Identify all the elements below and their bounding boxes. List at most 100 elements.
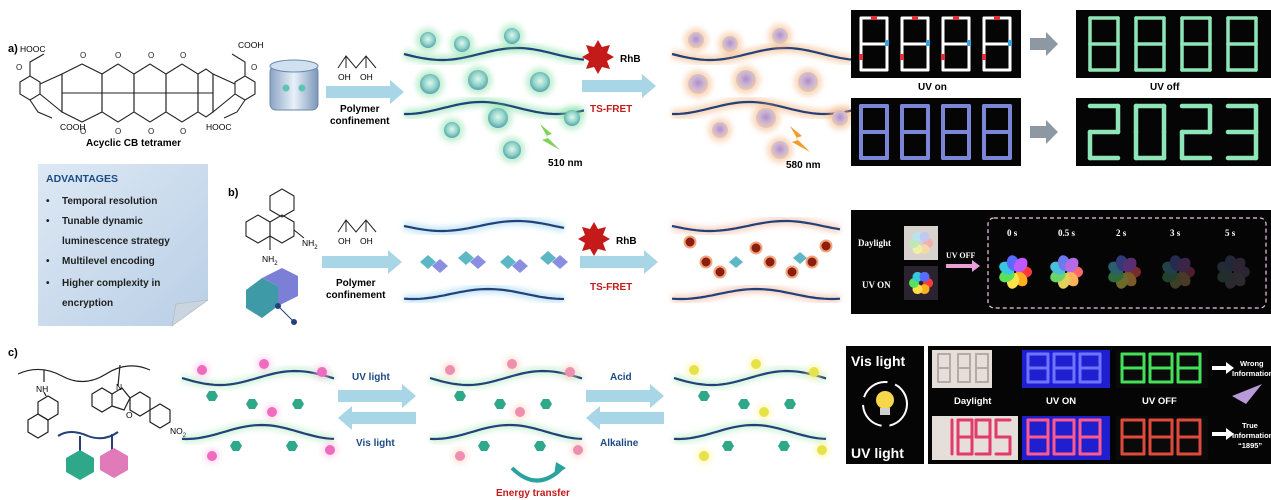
svg-text:•: • [46, 216, 50, 227]
rhb-molecule-b [578, 222, 610, 256]
thumb-petal [919, 284, 930, 295]
guest-sphere [488, 108, 508, 128]
polymer-chain [404, 100, 585, 116]
digit-marker [982, 54, 986, 60]
time-label: 0 s [1007, 228, 1018, 238]
hexagon-unit [778, 441, 790, 451]
digit-marker [953, 16, 959, 20]
advantages-box [38, 164, 209, 327]
caption-uv-off: UV off [1150, 82, 1180, 93]
dye-pair [729, 256, 743, 268]
energy-transfer-arrow [510, 466, 562, 483]
digit-marker [900, 54, 904, 60]
lightning-orange [790, 126, 810, 152]
dot-unit [259, 359, 269, 369]
rhb-dot [699, 255, 713, 269]
rhb-label-b: RhB [616, 236, 637, 247]
guest-sphere [756, 108, 776, 128]
arrow-ts-fret-b [580, 250, 658, 274]
advantage-item: luminescence strategy [62, 236, 170, 247]
svg-text:O: O [180, 51, 186, 60]
cooh-group-top: COOH [238, 40, 264, 50]
arrow-display-top [1030, 32, 1058, 56]
oh-label-a1: OH [338, 72, 351, 82]
hexagon-unit [454, 391, 466, 401]
oh-label-b1: OH [338, 236, 351, 246]
hexagon-unit [478, 441, 490, 451]
rhb-dot [785, 265, 799, 279]
thumb-petal [919, 271, 930, 282]
hexagon-unit [698, 391, 710, 401]
polymer-network-orange [670, 24, 853, 163]
polymer-network-c3 [672, 356, 830, 464]
guest-sphere [420, 32, 436, 48]
true-label-1: True [1242, 421, 1258, 430]
digits-blue [859, 104, 1012, 160]
svg-text:•: • [46, 256, 50, 267]
acid-label: Acid [610, 372, 632, 383]
guest-sphere [444, 122, 460, 138]
caption-uv-on: UV on [918, 82, 947, 93]
time-label: 2 s [1116, 228, 1127, 238]
diaminophenanthrene-structure [245, 188, 305, 250]
advantage-item: Tunable dynamic [62, 216, 143, 227]
polymer-network-b-rhb [671, 217, 841, 304]
arrow-polymer-confinement-b [322, 250, 402, 274]
rhb-dot [763, 255, 777, 269]
polymer-chain [181, 369, 335, 387]
svg-text:O: O [251, 63, 257, 72]
polymer-chain [429, 369, 583, 387]
cb-tetramer-structure [19, 53, 256, 123]
polymer-chain [403, 287, 565, 301]
polymer-chain [403, 219, 565, 233]
oh-label-a2: OH [360, 72, 373, 82]
polymer-chain [673, 369, 827, 387]
digit-marker [885, 40, 889, 46]
dye-pair [432, 259, 448, 273]
polymer-chain [429, 423, 583, 441]
dot-unit [507, 359, 517, 369]
digits-uv-off [1088, 16, 1258, 72]
svg-text:O: O [80, 127, 86, 136]
lightning-green [540, 124, 560, 150]
digit-marker [912, 16, 918, 20]
nh-label-c: NH [36, 384, 48, 394]
rhb-molecule-a [582, 40, 614, 74]
dot-unit [325, 445, 335, 455]
dot-unit [817, 445, 827, 455]
flower-petal [1064, 257, 1079, 273]
dot-unit [197, 365, 207, 375]
hooc-group-top: HOOC [20, 44, 46, 54]
arrow-ts-fret-a [582, 74, 656, 98]
arrow-true-info [1212, 428, 1234, 440]
cb-cavity-icon [269, 59, 319, 111]
advantages-list: •Temporal resolution •Tunable dynamic lu… [46, 196, 170, 309]
advantage-item: Multilevel encoding [62, 256, 155, 267]
hexagon-unit [738, 399, 750, 409]
advantages-title: ADVANTAGES [46, 173, 118, 185]
svg-text:O: O [148, 127, 154, 136]
digit-marker [859, 54, 863, 60]
hooc-group-bottom: HOOC [206, 122, 232, 132]
alkaline-label: Alkaline [600, 438, 639, 449]
ts-fret-label-a: TS-FRET [590, 104, 632, 115]
guest-sphere [454, 36, 470, 52]
dot-unit [565, 367, 575, 377]
polymer-chain [672, 100, 853, 116]
hexagon-unit [540, 399, 552, 409]
o-label-c: O [126, 410, 133, 420]
ts-fret-label-b: TS-FRET [590, 282, 632, 293]
dot-unit [573, 445, 583, 455]
energy-transfer-arrowhead [554, 462, 566, 476]
digits-2023 [1087, 103, 1259, 161]
polymer-confinement-label-a2: confinement [330, 116, 390, 127]
arrow-polymer-confinement-a [326, 80, 404, 104]
rhb-dot [819, 239, 833, 253]
dye-pair [540, 251, 556, 265]
polymer-network-c2 [428, 356, 586, 464]
flower-petal [1122, 257, 1137, 273]
oh-label-b2: OH [360, 236, 373, 246]
guest-sphere [688, 32, 704, 48]
digits-uv-on [859, 16, 1012, 72]
